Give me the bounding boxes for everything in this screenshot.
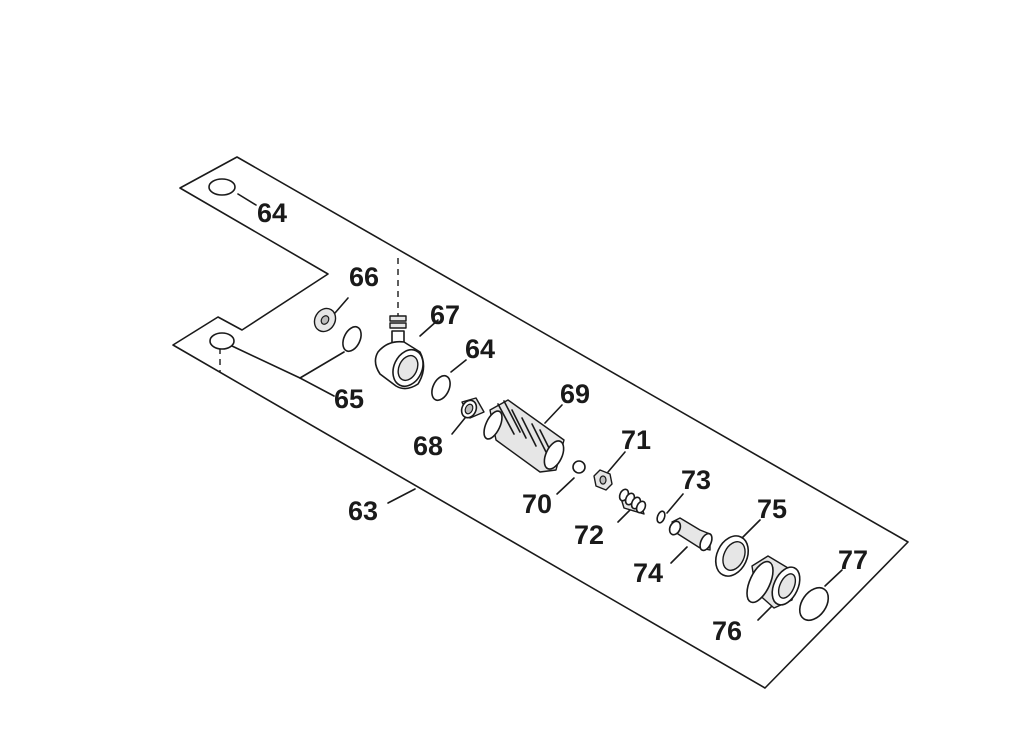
o-ring-65-left [209,332,235,350]
ring-75 [714,535,750,577]
washer-66 [313,307,337,333]
callout-63: 63 [348,496,378,526]
callout-64-middle: 64 [465,334,495,364]
bushing-68 [460,397,485,419]
valve-body-69 [483,399,565,473]
o-ring-65 [342,325,362,353]
callout-70: 70 [522,489,552,519]
o-ring-64-middle [431,374,451,402]
pin-74 [668,517,713,552]
nut-71 [593,469,613,491]
callout-64-top: 64 [257,198,287,228]
callout-68: 68 [413,431,443,461]
callout-72: 72 [574,520,604,550]
o-ring-64-top [208,178,236,196]
banjo-fitting-67 [374,315,425,390]
callout-76: 76 [712,616,742,646]
callout-77: 77 [838,545,868,575]
sleeve-76 [746,555,801,609]
callout-71: 71 [621,425,651,455]
leader-lines [231,193,843,621]
cap-77 [798,586,830,622]
callout-69: 69 [560,379,590,409]
ball-70 [572,460,586,474]
callouts: 64 66 67 64 65 69 68 71 73 70 63 72 75 7… [257,198,868,646]
spring-72 [618,488,647,515]
o-ring-73 [656,510,666,524]
callout-65: 65 [334,384,364,414]
callout-67: 67 [430,300,460,330]
kit-outline [172,156,909,689]
callout-73: 73 [681,465,711,495]
callout-66: 66 [349,262,379,292]
callout-75: 75 [757,494,787,524]
callout-74: 74 [633,558,663,588]
